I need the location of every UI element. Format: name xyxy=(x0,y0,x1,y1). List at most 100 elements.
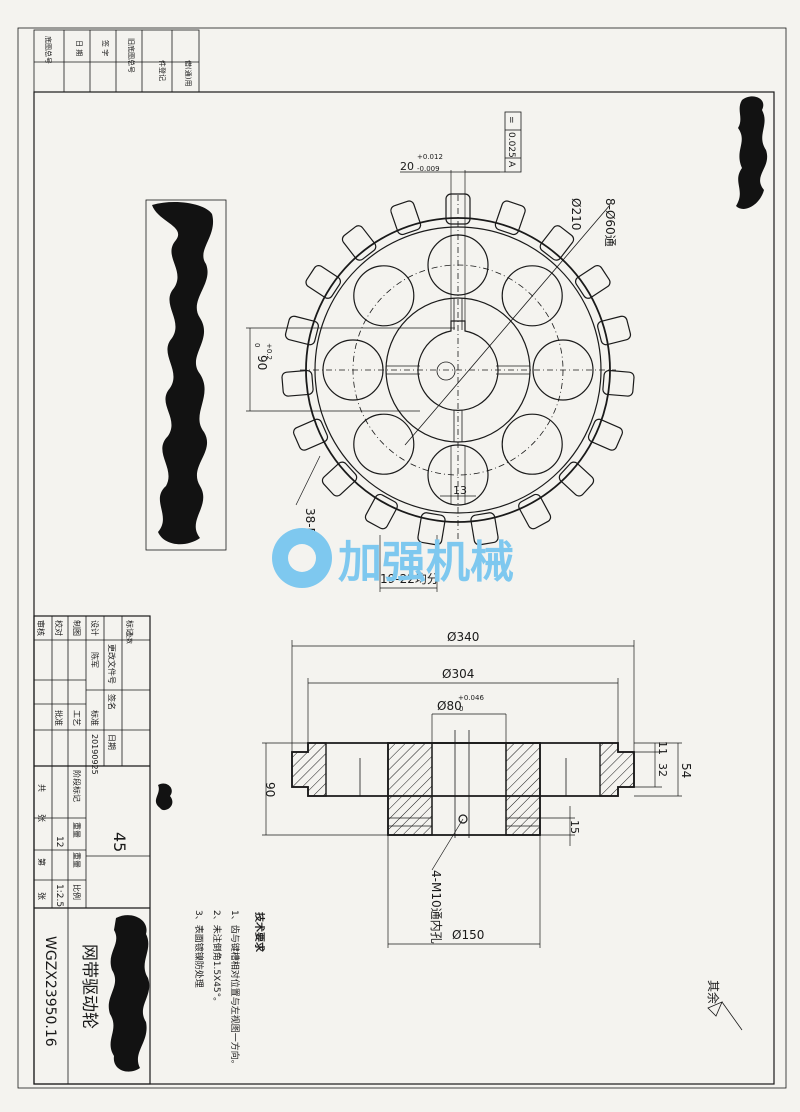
role-draw: 制图 xyxy=(72,620,82,636)
sprocket-tooth xyxy=(470,512,499,546)
hub-section-left xyxy=(387,742,433,836)
teeth-leader xyxy=(295,455,321,506)
rev-doc: 更改文件号 xyxy=(107,644,117,684)
through-hole xyxy=(353,413,415,475)
dim-11: 11 xyxy=(656,741,669,755)
redaction-top-right xyxy=(736,96,768,209)
holes-label: 8-Ø60通 xyxy=(603,198,617,247)
through-hole xyxy=(501,413,563,475)
pcd-label: Ø210 xyxy=(569,198,583,230)
sprocket-tooth xyxy=(292,418,329,451)
scale: 1:2.5 xyxy=(54,884,64,907)
rev-count: 处数 xyxy=(125,632,133,644)
sheet-unit-2: 张 xyxy=(37,892,46,900)
dim-15: 15 xyxy=(568,820,581,834)
tech-item-2: 2、未注倒角1.5X45°。 xyxy=(211,910,223,1006)
sprocket-tooth xyxy=(597,315,632,346)
process-label: 工艺 xyxy=(72,710,81,726)
watermark-text: 加强机械 xyxy=(338,537,514,588)
rim-section-left xyxy=(291,742,327,797)
sprocket-tooth xyxy=(417,512,446,546)
hub-section-right xyxy=(505,742,541,836)
outer-dia: Ø340 xyxy=(447,630,479,644)
redaction-box xyxy=(145,199,227,551)
role-design: 设计 xyxy=(90,620,100,636)
quantity: 12 xyxy=(54,836,64,847)
surface-finish-label: 其余 xyxy=(706,980,721,1004)
hub-width: 90 xyxy=(263,782,277,797)
rim-dia: Ø304 xyxy=(442,667,474,681)
surface-finish-tail xyxy=(721,1001,743,1031)
block-label-5: 底图总号 xyxy=(44,36,53,64)
keyway-height-tol-upper: +0.2 xyxy=(265,343,273,360)
approve-label: 批准 xyxy=(54,710,64,726)
block-label-2: 旧底图总号 xyxy=(127,38,136,73)
sprocket-tooth xyxy=(281,369,314,397)
leader-diagonal xyxy=(404,204,611,446)
block-label-1: 件登记 xyxy=(158,60,167,81)
redaction-left-scribble xyxy=(152,201,214,545)
sprocket-tooth xyxy=(518,493,552,530)
hub-dia: Ø150 xyxy=(452,928,484,942)
surface-finish-icon xyxy=(707,1001,723,1017)
block-label-3: 签 字 xyxy=(101,40,110,56)
inner-frame xyxy=(33,91,775,1085)
sprocket-tooth xyxy=(558,461,595,497)
keyway-tol-upper: +0.012 xyxy=(417,153,443,161)
rim-width: 54 xyxy=(679,763,693,778)
sprocket-tooth xyxy=(321,461,358,497)
tolerance-value: 0.025 xyxy=(506,132,516,158)
designer-name: 陈军 xyxy=(90,652,100,668)
sheet-total: 共 xyxy=(37,784,46,792)
tolerance-symbol: = xyxy=(506,116,516,124)
watermark: 加强机械 xyxy=(272,528,514,588)
rev-date: 日期 xyxy=(107,734,116,750)
through-hole xyxy=(501,265,563,327)
rim-section-right xyxy=(599,742,635,797)
bore-marker xyxy=(436,361,456,381)
division-label: 19-22均分 xyxy=(380,572,439,586)
rev-sign: 签名 xyxy=(107,694,117,710)
stage-label: 阶段标记 xyxy=(72,770,82,802)
slot-width: 13 xyxy=(453,484,467,497)
sprocket-tooth xyxy=(539,225,575,261)
sprocket-tooth xyxy=(364,493,398,530)
front-view: 20 +0.012 -0.009 = 0.025 A Ø210 8-Ø60通 9… xyxy=(246,111,635,592)
surface-finish: 其余 xyxy=(706,980,743,1031)
title-block: 标记 处数 更改文件号 签名 日期 设计 制图 校对 审核 陈军 工艺 标准 批… xyxy=(33,615,151,1085)
drawing-date: 20190925 xyxy=(90,734,99,775)
rev-mark: 标记 xyxy=(125,620,135,636)
weight-label: 重量 xyxy=(72,852,82,868)
tap-leader xyxy=(431,818,464,871)
tolerance-frame: = 0.025 A xyxy=(465,111,522,173)
rim-outline xyxy=(291,742,635,797)
section-view: Ø340 Ø304 Ø80 +0.046 0 90 54 11 32 15 xyxy=(262,630,693,948)
scale-label: 比例 xyxy=(72,884,82,900)
tapped-hole-lines xyxy=(385,298,531,442)
bore-with-keyway xyxy=(417,320,499,411)
drawing-number: WGZX23950.16 xyxy=(42,936,58,1047)
dim-32: 32 xyxy=(656,763,669,777)
tech-heading: 技术要求 xyxy=(253,912,266,953)
through-hole xyxy=(353,265,415,327)
redaction-bottom-left xyxy=(108,783,173,1072)
sprocket-tooth xyxy=(602,369,635,397)
gear-logo-hole xyxy=(288,544,316,572)
bore-tol-lower: 0 xyxy=(459,705,463,713)
role-audit: 审核 xyxy=(36,620,46,636)
bore-dia: Ø80 xyxy=(437,699,462,713)
tapped-holes-label: 4-M10通内孔 xyxy=(429,870,443,944)
top-left-block: 借(通)用 件登记 旧底图总号 签 字 日 期 底图总号 xyxy=(33,29,200,93)
quantity-header: 重量 xyxy=(72,822,82,838)
tech-requirements: 技术要求 1、齿与键槽相对位置与左视图一方向。 2、未注倒角1.5X45°。 3… xyxy=(193,910,266,1069)
sprocket-tooth xyxy=(494,200,526,236)
sprocket-tooth xyxy=(305,265,342,299)
sprocket-tooth xyxy=(587,418,624,451)
bore-tol-upper: +0.046 xyxy=(458,694,484,702)
block-label-0: 借(通)用 xyxy=(184,60,193,86)
sprocket-tooth xyxy=(284,315,319,346)
material: 45 xyxy=(110,832,129,852)
drawing-title: 网带驱动轮 xyxy=(79,944,99,1029)
standard-label: 标准 xyxy=(90,710,100,726)
